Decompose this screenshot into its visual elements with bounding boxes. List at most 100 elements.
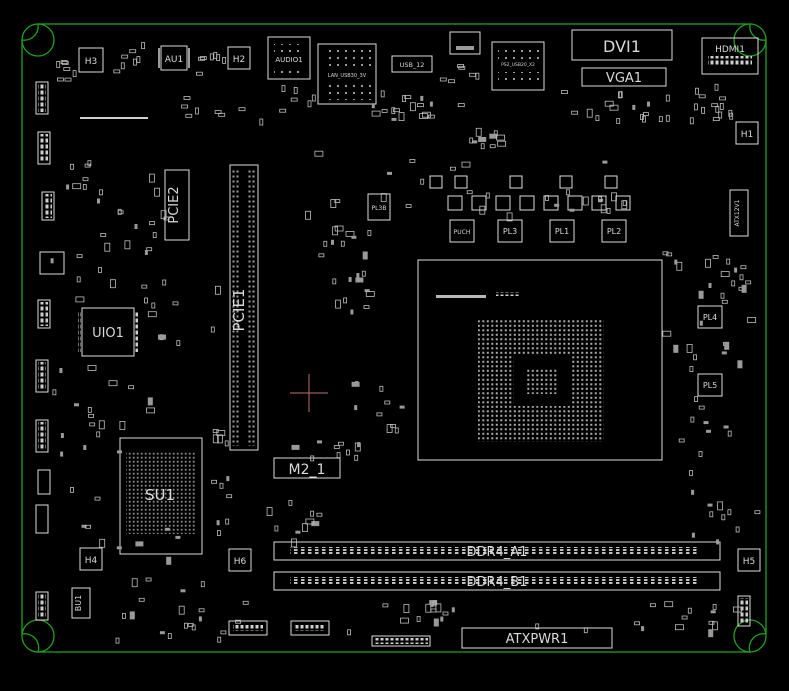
passive-part: [723, 425, 729, 429]
passive-part: [216, 54, 221, 61]
label-pl1: PL1: [555, 227, 569, 236]
passive-part: [87, 364, 97, 371]
passive-part: [694, 103, 698, 111]
passive-part: [332, 226, 339, 236]
passive-part: [259, 118, 264, 126]
passive-part: [99, 189, 103, 196]
passive-part: [144, 297, 148, 304]
passive-part: [398, 112, 405, 121]
passive-part: [664, 601, 674, 608]
passive-part: [350, 309, 354, 315]
passive-part: [714, 83, 719, 91]
mount-h2: H2: [227, 46, 251, 70]
passive-part: [726, 258, 731, 265]
passive-part: [745, 280, 752, 285]
pcie2-slot: PCIE2: [164, 169, 190, 241]
passive-part: [708, 629, 714, 638]
passive-part: [83, 445, 87, 450]
passive-part: [164, 527, 170, 531]
passive-part: [334, 225, 344, 232]
passive-part: [611, 192, 617, 202]
passive-part: [509, 175, 523, 189]
passive-part: [226, 476, 230, 482]
passive-part: [314, 150, 324, 157]
passive-part: [615, 195, 631, 211]
passive-part: [387, 171, 392, 175]
mount-hole-bl: [21, 619, 55, 653]
passive-part: [162, 279, 167, 286]
sata-connector-1: [228, 620, 268, 636]
passive-part: [281, 85, 286, 92]
label-usb: USB_12: [400, 61, 425, 69]
passive-part: [220, 630, 227, 635]
passive-part: [420, 95, 424, 101]
passive-part: [152, 232, 157, 238]
passive-part: [694, 396, 698, 403]
passive-part: [307, 100, 312, 108]
passive-part: [545, 195, 549, 201]
passive-part: [332, 278, 337, 285]
passive-part: [108, 380, 118, 387]
passive-part: [200, 581, 205, 588]
passive-part: [416, 103, 424, 107]
passive-part: [293, 87, 298, 94]
passive-part: [371, 110, 381, 117]
passive-part: [72, 70, 77, 77]
passive-part: [442, 611, 449, 616]
passive-part: [367, 229, 372, 236]
label-pl3: PL3: [503, 227, 517, 236]
passive-part: [622, 200, 627, 207]
passives-scatter: [50, 95, 761, 644]
passive-part: [674, 259, 678, 265]
passive-part: [394, 427, 399, 434]
pcie1-slot: PCIE1: [229, 164, 259, 451]
passive-part: [734, 267, 738, 273]
passive-part: [216, 520, 220, 526]
passive-part: [712, 254, 719, 259]
passive-part: [618, 91, 622, 99]
passive-part: [420, 178, 425, 185]
inductor-pl1: PL1: [549, 219, 575, 243]
passive-part: [357, 442, 360, 448]
passive-part: [52, 389, 57, 396]
passive-part: [219, 482, 224, 489]
label-h6: H6: [234, 557, 247, 567]
passive-part: [716, 539, 719, 545]
passive-part: [469, 137, 474, 144]
passive-part: [226, 494, 233, 499]
passive-part: [117, 210, 124, 215]
passive-part: [176, 340, 181, 347]
passive-part: [57, 77, 64, 82]
passive-part: [535, 623, 540, 630]
label-h3: H3: [85, 57, 98, 67]
passive-part: [708, 283, 712, 288]
passive-part: [449, 166, 456, 171]
passive-part: [497, 140, 507, 147]
passive-part: [731, 280, 736, 287]
passive-part: [706, 429, 711, 433]
passive-part: [98, 420, 105, 430]
passive-part: [335, 299, 342, 309]
passive-part: [145, 577, 152, 582]
passive-part: [425, 603, 432, 613]
passive-part: [355, 381, 359, 386]
passive-part: [64, 77, 72, 82]
passive-part: [689, 117, 694, 125]
passive-part: [496, 134, 506, 141]
label-audio1: AUDIO1: [275, 56, 302, 64]
passive-part: [134, 224, 138, 229]
label-ddr-a1: DDR4_A1: [467, 545, 528, 560]
passive-part: [405, 203, 412, 208]
passive-part: [720, 292, 725, 299]
passive-part: [97, 198, 100, 204]
passive-part: [305, 518, 315, 525]
passive-part: [727, 509, 732, 516]
passive-part: [733, 606, 742, 613]
passive-part: [141, 42, 146, 49]
passive-part: [124, 240, 131, 250]
passive-part: [115, 637, 120, 644]
header-left-5: [35, 359, 49, 393]
passive-part: [323, 240, 328, 247]
passive-part: [712, 621, 718, 631]
chip-pl3b: PL3B: [367, 193, 391, 221]
